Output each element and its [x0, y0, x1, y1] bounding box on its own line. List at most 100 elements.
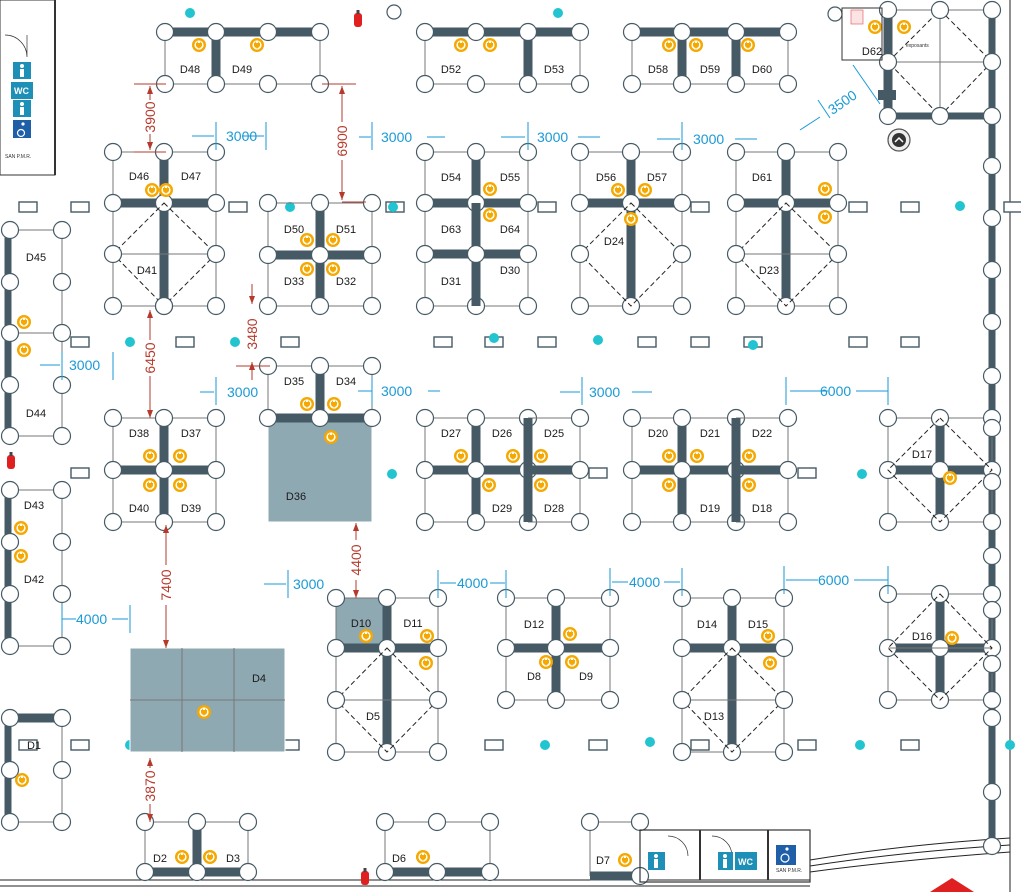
electric-outlet-icon — [172, 448, 188, 464]
electric-outlet-icon — [453, 37, 469, 53]
column-node — [362, 296, 382, 316]
booth-label-d58: D58 — [648, 64, 668, 76]
booth-label-d17: D17 — [912, 449, 932, 461]
column-node — [466, 22, 486, 42]
electric-outlet-icon — [299, 396, 315, 412]
column-node — [570, 460, 590, 480]
electric-outlet-icon — [562, 626, 578, 642]
column-node — [154, 460, 174, 480]
column-node — [726, 244, 746, 264]
booth-label-d23: D23 — [759, 265, 779, 277]
svg-text:3000: 3000 — [381, 129, 412, 145]
booth-label-d27: D27 — [441, 428, 461, 440]
booth-label-d36: D36 — [286, 491, 306, 503]
electric-outlet-icon — [481, 477, 497, 493]
column-node — [52, 480, 72, 500]
column-node — [546, 588, 566, 608]
booth-label-d14: D14 — [697, 619, 717, 631]
booth-label-d48: D48 — [180, 64, 200, 76]
booth-d36 — [267, 417, 373, 523]
fire-extinguisher-icon — [361, 868, 369, 885]
electric-outlet-icon — [741, 448, 757, 464]
column-node — [415, 244, 435, 264]
booth-label-d21: D21 — [700, 428, 720, 440]
booth-label-d55: D55 — [500, 172, 520, 184]
column-node — [258, 74, 278, 94]
column-node — [570, 512, 590, 532]
svg-text:6000: 6000 — [818, 572, 849, 588]
column-node — [982, 654, 1002, 674]
column-node — [878, 408, 898, 428]
column-node — [52, 812, 72, 832]
svg-text:exposants: exposants — [906, 43, 929, 49]
column-node — [496, 638, 516, 658]
column-node — [206, 244, 226, 264]
booth-label-d19: D19 — [700, 503, 720, 515]
electric-outlet-icon — [16, 314, 32, 330]
column-node — [546, 690, 566, 710]
column-node — [0, 760, 20, 780]
column-node — [570, 193, 590, 213]
booth-label-d44: D44 — [26, 408, 46, 420]
electric-outlet-icon — [564, 654, 580, 670]
electric-outlet-icon — [325, 261, 341, 277]
electric-outlet-icon — [299, 261, 315, 277]
electric-outlet-icon — [142, 477, 158, 493]
fire-extinguisher-icon — [354, 10, 362, 27]
column-node — [466, 142, 486, 162]
column-node — [103, 193, 123, 213]
booth-label-d13: D13 — [704, 711, 724, 723]
fire-extinguisher-icon — [7, 452, 15, 469]
column-node — [774, 638, 794, 658]
column-node — [600, 638, 620, 658]
booth-label-d39: D39 — [181, 503, 201, 515]
electric-outlet-icon — [661, 448, 677, 464]
column-node — [518, 22, 538, 42]
column-node — [982, 782, 1002, 802]
booth-label-d25: D25 — [544, 428, 564, 440]
column-node — [310, 193, 330, 213]
column-node — [428, 638, 448, 658]
electric-outlet-icon — [453, 448, 469, 464]
booth-label-d2: D2 — [153, 853, 167, 865]
column-node — [310, 356, 330, 376]
electric-outlet-icon — [415, 849, 431, 865]
booth-label-d1: D1 — [27, 740, 41, 752]
electric-outlet-icon — [142, 448, 158, 464]
column-node — [982, 546, 1002, 566]
booth-label-d50: D50 — [284, 224, 304, 236]
column-node — [52, 272, 72, 292]
column-node — [672, 22, 692, 42]
svg-text:6000: 6000 — [820, 383, 851, 399]
electric-outlet-icon — [325, 232, 341, 248]
column-node — [982, 0, 1002, 20]
booth-label-d47: D47 — [181, 171, 201, 183]
column-node — [982, 366, 1002, 386]
column-node — [982, 512, 1002, 532]
column-node — [982, 418, 1002, 438]
column-node — [622, 22, 642, 42]
column-node — [672, 742, 692, 762]
column-node — [496, 690, 516, 710]
electric-outlet-icon — [661, 37, 677, 53]
column-node — [672, 638, 692, 658]
column-node — [52, 426, 72, 446]
column-node — [362, 245, 382, 265]
booth-label-d6: D6 — [392, 853, 406, 865]
column-node — [672, 512, 692, 532]
electric-outlet-icon — [661, 477, 677, 493]
column-node — [206, 193, 226, 213]
svg-text:4400: 4400 — [348, 544, 364, 575]
column-node — [428, 690, 448, 710]
column-node — [982, 106, 1002, 126]
column-node — [518, 296, 538, 316]
column-node — [258, 245, 278, 265]
electric-outlet-icon — [196, 704, 212, 720]
column-node — [310, 245, 330, 265]
booth-label-d7: D7 — [596, 855, 610, 867]
column-node — [206, 512, 226, 532]
booth-stands — [0, 0, 1002, 886]
column-node — [518, 74, 538, 94]
column-node — [672, 193, 692, 213]
column-node — [570, 296, 590, 316]
